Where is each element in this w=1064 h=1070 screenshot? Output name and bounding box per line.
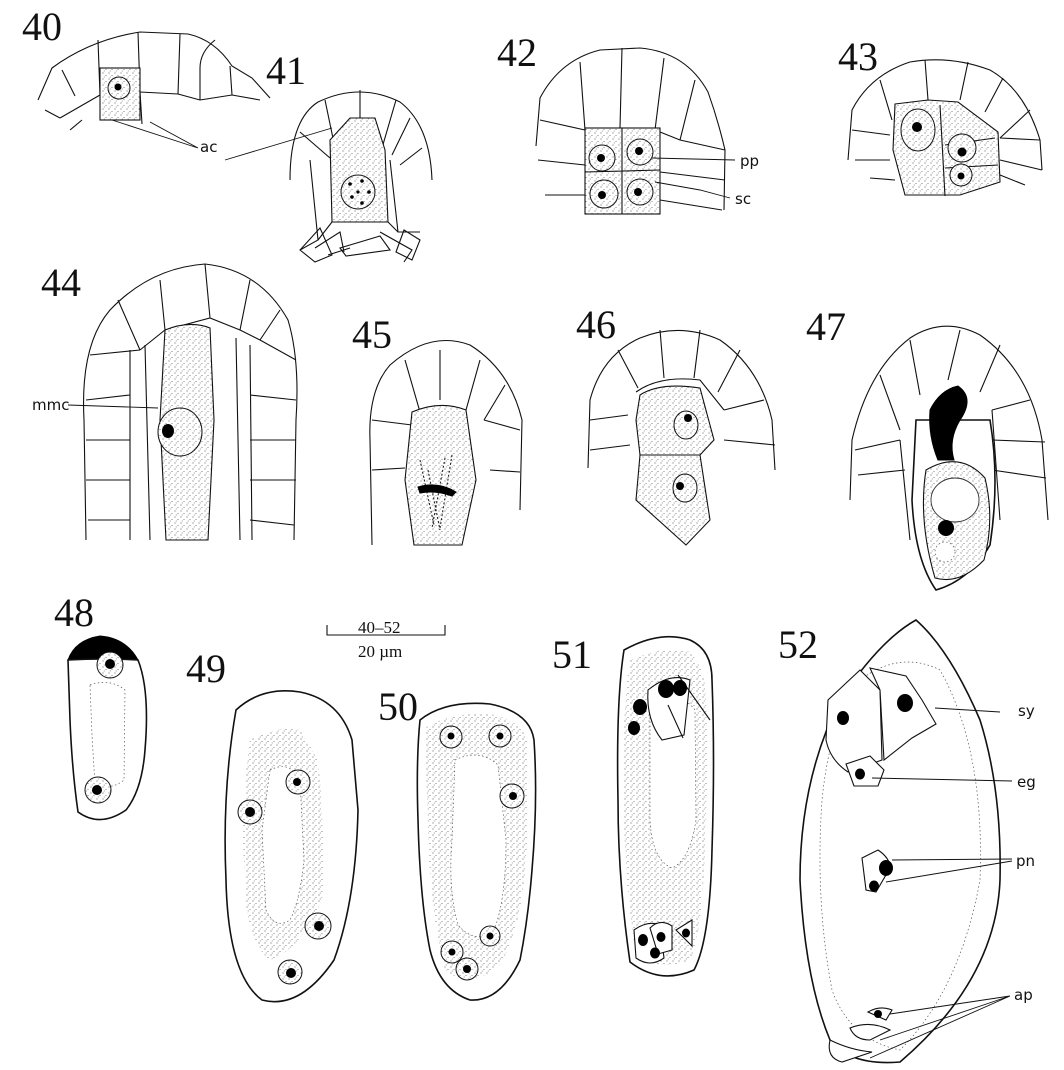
label-eg: eg	[1017, 773, 1036, 791]
figure-47: 47	[806, 304, 1048, 590]
scale-range: 40–52	[358, 618, 401, 637]
label-pn: pn	[1016, 852, 1035, 870]
figure-number-51: 51	[552, 632, 592, 677]
label-mmc: mmc	[32, 396, 69, 414]
figure-number-47: 47	[806, 304, 846, 349]
label-sy: sy	[1018, 702, 1035, 720]
figure-number-49: 49	[186, 646, 226, 691]
figure-40: 40	[22, 4, 270, 148]
figure-number-44: 44	[41, 260, 81, 305]
figure-51: 51	[552, 632, 714, 976]
figure-49: 49	[186, 646, 358, 1002]
figure-number-40: 40	[22, 4, 62, 49]
figure-number-42: 42	[497, 30, 537, 75]
figure-43: 43	[838, 34, 1042, 196]
label-ap: ap	[1014, 986, 1033, 1004]
figure-50: 50	[378, 684, 536, 1000]
label-ac: ac	[200, 138, 217, 156]
figure-44: 44	[41, 260, 297, 540]
label-sc: sc	[735, 190, 751, 208]
scale-bar: 40–52 20 µm	[327, 618, 445, 661]
figure-number-41: 41	[266, 48, 306, 93]
figure-42: 42	[497, 30, 735, 214]
figure-41: 41	[225, 48, 432, 262]
figure-46: 46	[576, 302, 775, 545]
figure-number-52: 52	[778, 622, 818, 667]
figure-48: 48	[54, 590, 146, 820]
scale-length: 20 µm	[358, 642, 402, 661]
figure-number-48: 48	[54, 590, 94, 635]
label-pp: pp	[740, 152, 759, 170]
figure-number-45: 45	[352, 312, 392, 357]
figure-number-50: 50	[378, 684, 418, 729]
figure-52: 52	[778, 620, 1012, 1063]
figure-number-43: 43	[838, 34, 878, 79]
figure-45: 45	[352, 312, 522, 545]
figure-number-46: 46	[576, 302, 616, 347]
